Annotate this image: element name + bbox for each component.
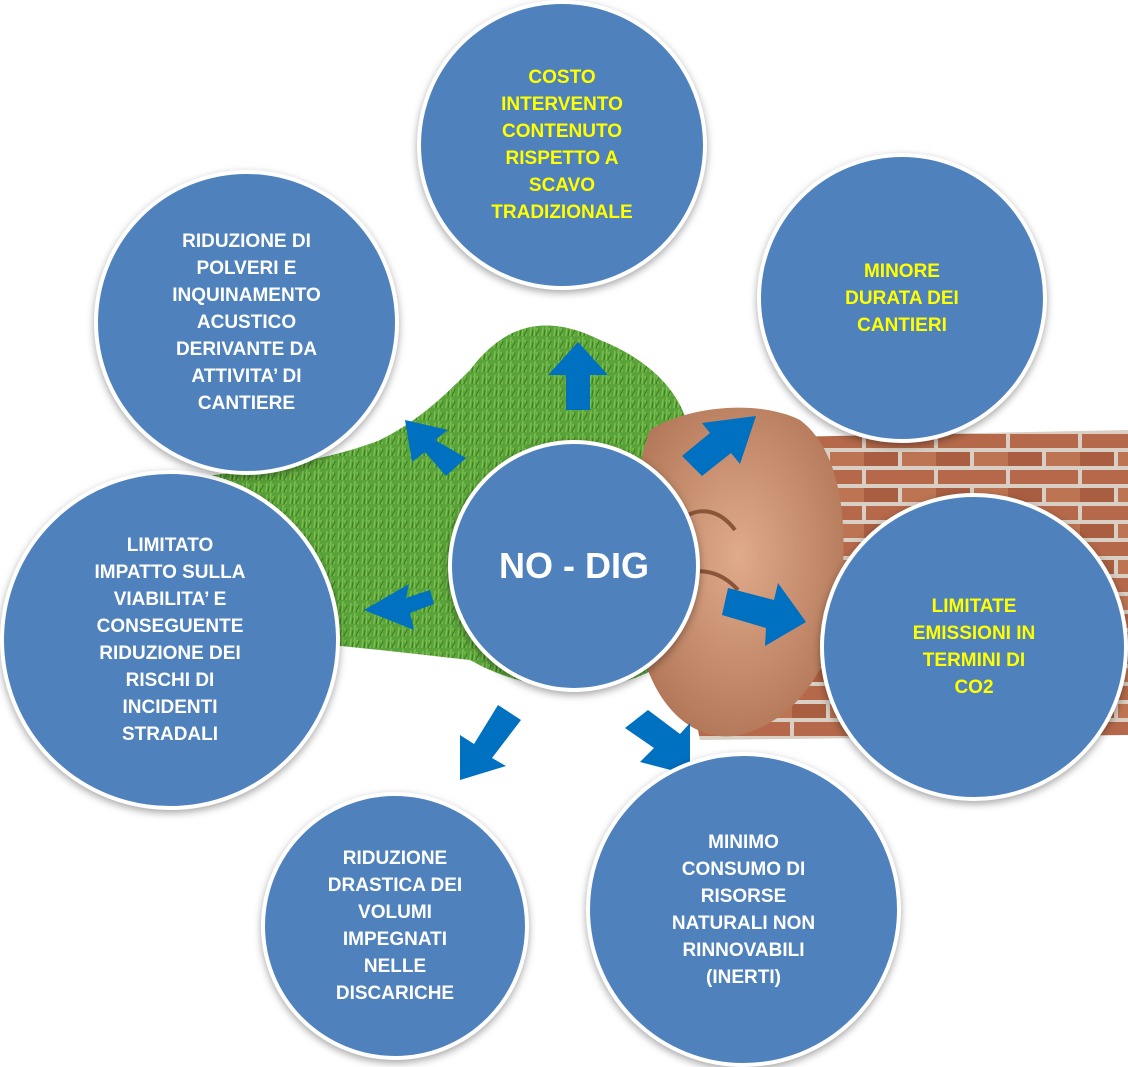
arrow-right-icon (722, 583, 806, 646)
center-bubble: NO - DIG (448, 440, 700, 692)
center-label: NO - DIG (499, 545, 649, 586)
arrow-upleft-icon (405, 420, 466, 476)
bubble-resources: MINIMO CONSUMO DI RISORSE NATURALI NON R… (586, 752, 901, 1067)
fist (633, 407, 844, 737)
arrow-up-icon (548, 342, 608, 410)
arrow-upright-icon (682, 416, 756, 476)
bubble-emissions: LIMITATE EMISSIONI IN TERMINI DI CO2 (820, 493, 1128, 801)
bubble-duration: MINORE DURATA DEI CANTIERI (757, 153, 1047, 443)
bubble-dust: RIDUZIONE DI POLVERI E INQUINAMENTO ACUS… (94, 170, 399, 475)
bubble-dust-text: RIDUZIONE DI POLVERI E INQUINAMENTO ACUS… (172, 231, 321, 414)
bubble-landfill: RIDUZIONE DRASTICA DEI VOLUMI IMPEGNATI … (261, 792, 529, 1060)
bubble-cost: COSTO INTERVENTO CONTENUTO RISPETTO A SC… (417, 0, 707, 290)
bubble-duration-text: MINORE DURATA DEI CANTIERI (845, 260, 959, 336)
bubble-traffic: LIMITATO IMPATTO SULLA VIABILITA’ E CONS… (0, 470, 340, 810)
arrow-downleft-icon (460, 705, 521, 780)
bubble-traffic-text: LIMITATO IMPATTO SULLA VIABILITA’ E CONS… (94, 535, 246, 745)
bubble-cost-text: COSTO INTERVENTO CONTENUTO RISPETTO A SC… (491, 67, 633, 223)
bubble-resources-text: MINIMO CONSUMO DI RISORSE NATURALI NON R… (671, 831, 816, 988)
arrow-downright-icon (625, 710, 690, 775)
bubble-landfill-text: RIDUZIONE DRASTICA DEI VOLUMI IMPEGNATI … (327, 848, 463, 1004)
arrow-left-icon (364, 584, 434, 630)
bubble-emissions-text: LIMITATE EMISSIONI IN TERMINI DI CO2 (912, 596, 1036, 698)
